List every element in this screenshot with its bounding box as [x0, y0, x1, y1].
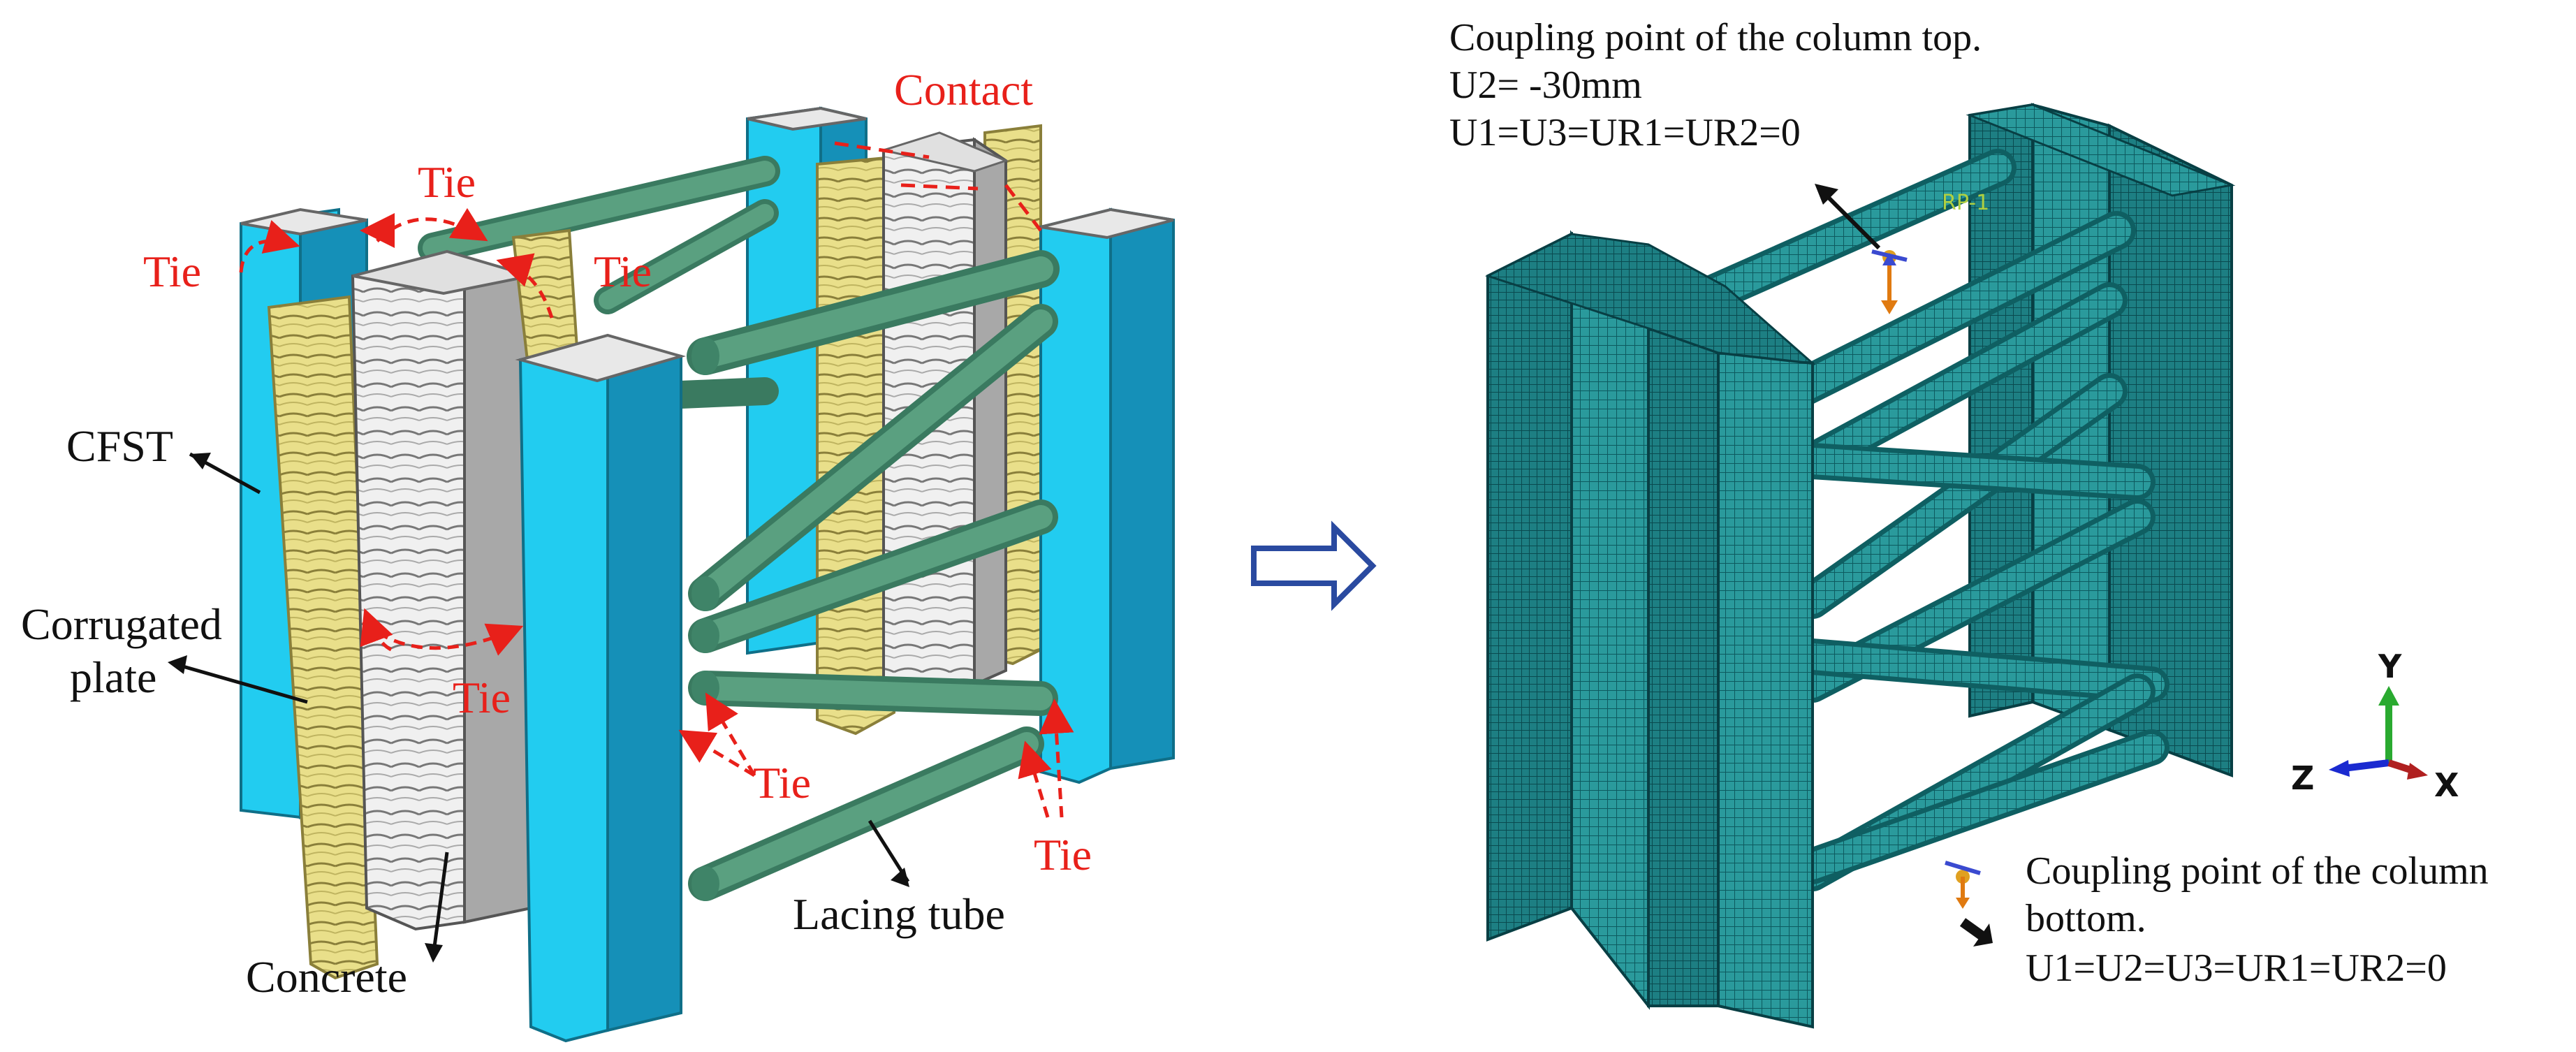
- corrugated-plate-label: Corrugated plate: [21, 599, 233, 702]
- lacing-tubes-back: [418, 156, 780, 409]
- hollow-right-arrow-icon: [1251, 520, 1377, 611]
- top-coupling-line3: U1=U3=UR1=UR2=0: [1449, 111, 1801, 154]
- y-axis-icon: [2378, 686, 2399, 706]
- bottom-coupling-annotation: Coupling point of the column bottom. U1=…: [1959, 849, 2489, 990]
- concrete-label: Concrete: [246, 952, 407, 1002]
- z-axis-icon: [2329, 760, 2350, 777]
- corrugated-plate-label-line1: Corrugated: [21, 599, 222, 649]
- tie-label-middle: Tie: [453, 673, 511, 722]
- left-component-model: Tie Tie Tie Tie Tie Tie Contact CFST Cor…: [21, 65, 1175, 1043]
- corrugated-plate-label-line2: plate: [70, 652, 156, 702]
- tie-label-bottom-right: Tie: [1034, 830, 1092, 879]
- bottom-coupling-line1: Coupling point of the column: [2026, 849, 2489, 893]
- concrete-leader: [431, 852, 449, 958]
- axis-triad: Y Z X: [2291, 648, 2459, 804]
- mesh-lacing-tubes: [1616, 149, 2169, 891]
- concrete-core-left: [351, 249, 532, 931]
- rp-marker-bottom: [1945, 861, 1981, 909]
- mesh-column-front-left: [1485, 230, 1816, 1029]
- right-fe-mesh-model: RP-1 Y Z X Coupling point of the column …: [1449, 16, 2489, 1029]
- bottom-coupling-line3: U1=U2=U3=UR1=UR2=0: [2026, 947, 2447, 990]
- lacing-tubes-front: [687, 250, 1060, 901]
- tie-label-top-right: Tie: [594, 247, 652, 296]
- cfst-label: CFST: [66, 421, 173, 471]
- cfst-column-front-left: [515, 333, 687, 1043]
- rp-label: RP-1: [1942, 191, 1989, 215]
- triad-z-label: Z: [2291, 759, 2314, 797]
- triad-x-label: X: [2434, 766, 2459, 804]
- top-coupling-annotation: Coupling point of the column top. U2= -3…: [1449, 16, 1982, 250]
- corrugated-plate-left: [267, 295, 379, 980]
- triad-y-label: Y: [2378, 648, 2402, 685]
- corrugated-plate-leader: [173, 662, 308, 704]
- x-axis-icon: [2407, 763, 2428, 780]
- lacing-tube-label: Lacing tube: [793, 889, 1005, 939]
- top-coupling-line2: U2= -30mm: [1449, 64, 1642, 107]
- tie-label-top-left: Tie: [143, 247, 201, 296]
- top-coupling-title: Coupling point of the column top.: [1449, 16, 1982, 59]
- tie-label-lower: Tie: [753, 758, 811, 808]
- constraint-markers: [239, 141, 1074, 818]
- bottom-coupling-line2: bottom.: [2026, 897, 2146, 940]
- rp-marker-top: RP-1: [1871, 191, 1989, 314]
- contact-label: Contact: [894, 65, 1033, 115]
- tie-label-top: Tie: [418, 157, 476, 207]
- cfst-column-right-front: [1039, 207, 1175, 784]
